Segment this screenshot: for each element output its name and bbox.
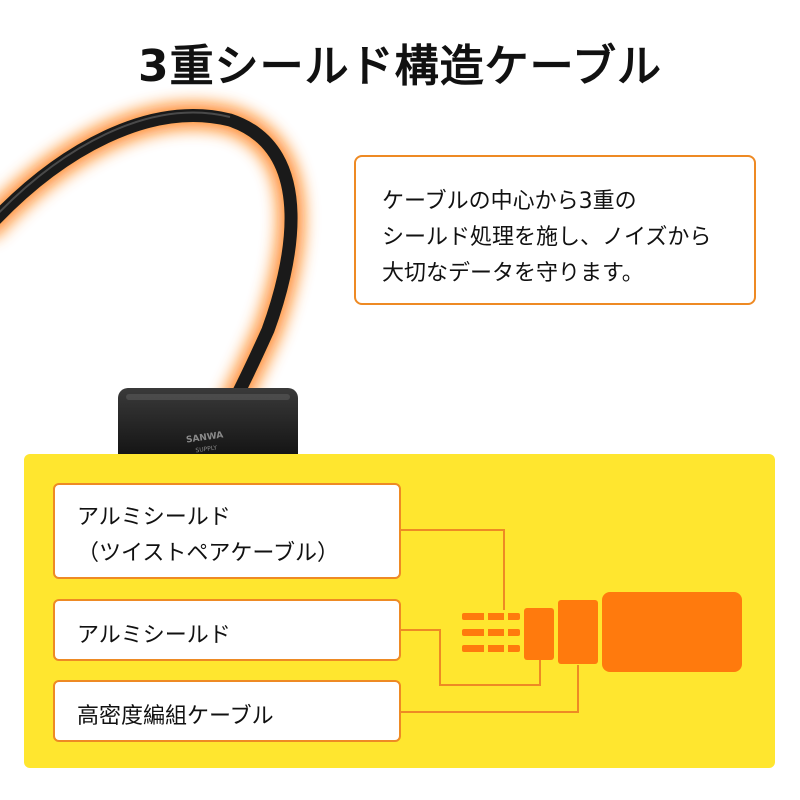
label-text: アルミシールド	[77, 505, 231, 530]
twisted-pair-wire	[462, 645, 520, 652]
connector-body	[118, 388, 298, 468]
aluminum-shield	[524, 608, 554, 660]
label-text: （ツイストペアケーブル）	[77, 541, 340, 566]
callout-line: シールド処理を施し、ノイズから	[382, 225, 712, 250]
label-aluminum-shield: アルミシールド	[53, 599, 401, 661]
braided-shield	[558, 600, 598, 664]
twisted-pair-wire	[462, 629, 520, 636]
leader-line-3	[401, 665, 579, 713]
wire-divider	[484, 610, 488, 656]
callout-line: ケーブルの中心から3重の	[382, 189, 637, 214]
wire-divider	[504, 610, 508, 656]
brand-logo-line2: SUPPLY	[195, 444, 218, 454]
leader-line-2	[401, 629, 541, 686]
callout-box: ケーブルの中心から3重の シールド処理を施し、ノイズから 大切なデータを守ります…	[354, 155, 756, 305]
twisted-pair-wire	[462, 613, 520, 620]
page-title: 3重シールド構造ケーブル	[138, 41, 662, 92]
callout-line: 大切なデータを守ります。	[382, 261, 644, 286]
leader-line-1	[401, 529, 505, 610]
label-braided-cable: 高密度編組ケーブル	[53, 680, 401, 742]
label-text: アルミシールド	[77, 623, 231, 648]
label-aluminum-shield-twisted-pair: アルミシールド （ツイストペアケーブル）	[53, 483, 401, 579]
label-text: 高密度編組ケーブル	[77, 704, 274, 729]
cable	[0, 109, 298, 412]
outer-jacket	[602, 592, 742, 672]
